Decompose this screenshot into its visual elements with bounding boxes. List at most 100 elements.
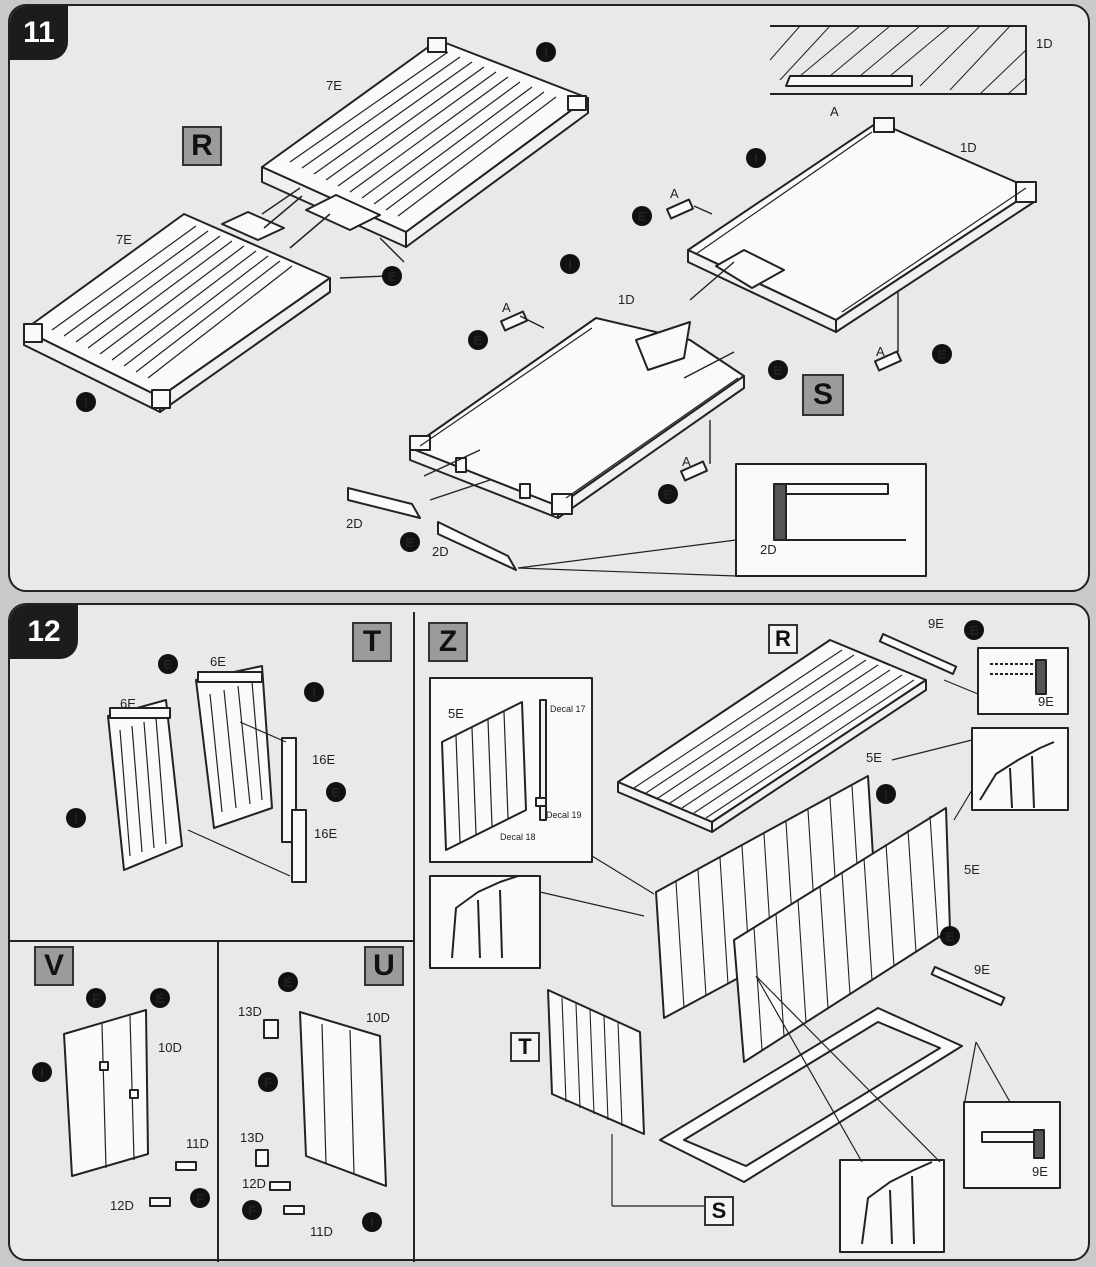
marker-e: E <box>946 929 955 944</box>
view-tag-v: V <box>34 946 74 986</box>
floor-tab-upper <box>305 194 381 231</box>
view-tag-t: T <box>352 622 392 662</box>
part-label: 9E <box>928 616 944 631</box>
end-wall-6e-left <box>107 699 183 871</box>
part-label: 11D <box>310 1224 333 1239</box>
marker-f: F <box>264 1075 272 1090</box>
door-frame-v <box>63 1009 197 1207</box>
part-label: 5E <box>964 862 980 877</box>
marker-e: E <box>774 363 783 378</box>
end-wall-t <box>547 989 645 1135</box>
detail-box-5e-corner <box>891 727 1069 821</box>
detail-box-9e-top <box>943 647 1069 715</box>
marker-e: E <box>938 347 947 362</box>
base-frame-right <box>687 117 1037 333</box>
step-11-badge: 11 <box>10 6 68 60</box>
marker-e: E <box>664 487 673 502</box>
part-label: A <box>876 344 885 359</box>
floor-panel-lower <box>23 213 331 413</box>
detail-hatched-1d <box>769 25 1027 95</box>
part-label: A <box>682 454 691 469</box>
part-label: Decal 18 <box>500 832 536 842</box>
floor-panel-upper <box>261 37 589 248</box>
view-tag-u: U <box>364 946 404 986</box>
part-label: 1D <box>1036 36 1053 51</box>
part-label: A <box>670 186 679 201</box>
view-tag-s: S <box>802 374 844 416</box>
step-12-badge: 12 <box>10 605 78 659</box>
part-label: 5E <box>866 750 882 765</box>
part-label: 12D <box>242 1176 266 1191</box>
step-12-divider-horizontal <box>10 940 413 942</box>
part-label: 16E <box>312 752 335 767</box>
part-label: 1D <box>960 140 977 155</box>
marker-i: I <box>40 1065 44 1080</box>
marker-e: E <box>156 991 165 1006</box>
part-label: 10D <box>366 1010 390 1025</box>
marker-i: I <box>74 811 78 826</box>
marker-i: I <box>370 1215 374 1230</box>
marker-f: F <box>248 1203 256 1218</box>
marker-i: I <box>544 45 548 60</box>
part-label: 9E <box>1038 694 1054 709</box>
part-label: 11D <box>186 1136 209 1151</box>
floor-tab-lower <box>221 211 285 241</box>
door-frame-u <box>255 1011 387 1215</box>
marker-i: I <box>568 257 572 272</box>
marker-f: F <box>196 1191 204 1206</box>
view-tag-r-main: R <box>768 624 798 654</box>
detail-box-z-lower <box>429 875 541 969</box>
step-12-divider-uv <box>217 942 219 1262</box>
part-label: 9E <box>1032 1164 1048 1179</box>
marker-e: E <box>284 975 293 990</box>
beam-2d-right <box>437 521 517 571</box>
part-label: 10D <box>158 1040 182 1055</box>
detail-box-2d <box>517 463 927 577</box>
part-label: 2D <box>760 542 777 557</box>
base-frame-left <box>409 317 745 519</box>
view-tag-r: R <box>182 126 222 166</box>
marker-e: E <box>406 535 415 550</box>
marker-f: F <box>92 991 100 1006</box>
part-label: 6E <box>120 696 136 711</box>
marker-e: E <box>638 209 647 224</box>
part-label: 12D <box>110 1198 134 1213</box>
marker-e: E <box>474 333 483 348</box>
marker-i: I <box>754 151 758 166</box>
marker-i: I <box>84 395 88 410</box>
part-label: 13D <box>240 1130 264 1145</box>
view-tag-z: Z <box>428 622 468 662</box>
view-tag-s-main: S <box>704 1196 734 1226</box>
base-frame-s <box>659 1007 963 1183</box>
circle-letters: I E I I I E E E E E E E I I E I E E F E … <box>40 45 978 1230</box>
door-bar-16e-lower <box>291 809 307 883</box>
roof-panel-r <box>617 639 927 833</box>
part-label: 2D <box>346 516 363 531</box>
part-label: 1D <box>618 292 635 307</box>
detail-box-z-decals <box>429 677 593 863</box>
end-wall-6e-right <box>195 665 273 829</box>
part-label: 9E <box>974 962 990 977</box>
marker-e: E <box>388 269 397 284</box>
part-label: 6E <box>210 654 226 669</box>
beam-9e-top <box>878 633 958 675</box>
part-label: 2D <box>432 544 449 559</box>
marker-e: E <box>332 785 341 800</box>
marker-i: I <box>312 685 316 700</box>
marker-e: E <box>970 623 979 638</box>
part-label: 16E <box>314 826 337 841</box>
part-label: 7E <box>326 78 342 93</box>
part-label: Decal 17 <box>550 704 586 714</box>
beam-2d-left <box>347 487 421 519</box>
circle-markers <box>32 42 984 1232</box>
part-label: A <box>502 300 511 315</box>
detail-box-side-corner <box>755 975 945 1253</box>
beam-9e-side <box>930 965 1006 1007</box>
view-tag-t-main: T <box>510 1032 540 1062</box>
part-label: Decal 19 <box>546 810 582 820</box>
part-label: 13D <box>238 1004 262 1019</box>
detail-box-9e-bottom <box>963 1041 1061 1189</box>
part-label: 5E <box>448 706 464 721</box>
step-12-divider-vertical <box>413 612 415 1262</box>
